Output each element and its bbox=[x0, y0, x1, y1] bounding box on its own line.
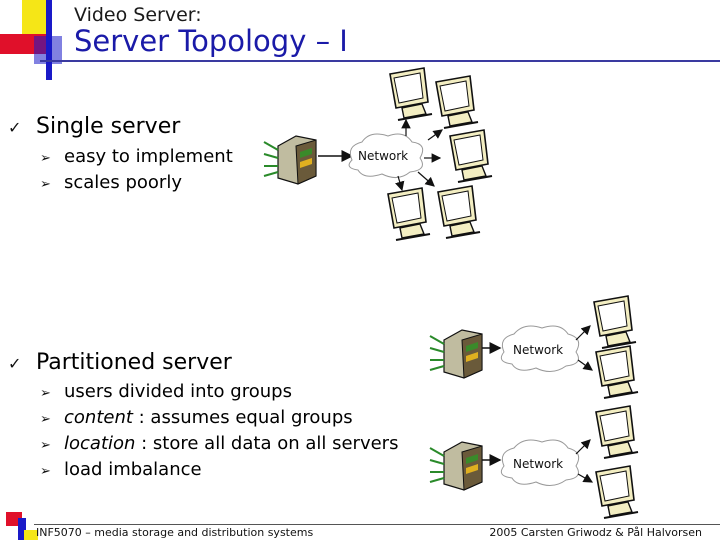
network-label: Network bbox=[513, 343, 563, 357]
bullet-item: ➢load imbalance bbox=[40, 459, 202, 480]
monitor-icon bbox=[595, 345, 639, 399]
server-icon bbox=[429, 329, 483, 379]
arrowhead-icon: ➢ bbox=[40, 386, 51, 401]
bullet-item: ➢easy to implement bbox=[40, 146, 233, 167]
partitioned-server-heading: ✓Partitioned server bbox=[8, 350, 232, 375]
check-icon: ✓ bbox=[8, 118, 22, 137]
connection-arrow bbox=[577, 473, 594, 483]
monitor-icon bbox=[595, 405, 639, 459]
server-icon bbox=[263, 135, 317, 185]
server-icon bbox=[429, 441, 483, 491]
single-server-heading: ✓Single server bbox=[8, 114, 181, 139]
network-label: Network bbox=[513, 457, 563, 471]
footer-divider bbox=[34, 524, 720, 525]
bullet-item: ➢scales poorly bbox=[40, 172, 182, 193]
connection-arrow bbox=[417, 171, 435, 187]
arrowhead-icon: ➢ bbox=[40, 438, 51, 453]
arrowhead-icon: ➢ bbox=[40, 151, 51, 166]
connection-arrow bbox=[575, 325, 591, 341]
monitor-icon bbox=[389, 67, 433, 121]
check-icon: ✓ bbox=[8, 354, 22, 373]
connection-arrow bbox=[575, 439, 591, 455]
cloud-icon bbox=[500, 325, 580, 372]
monitor-icon bbox=[387, 187, 431, 241]
bullet-item: ➢content : assumes equal groups bbox=[40, 407, 353, 428]
title-divider bbox=[40, 60, 720, 62]
connection-arrow bbox=[395, 175, 405, 192]
slide-title: Server Topology – I bbox=[74, 24, 348, 58]
arrowhead-icon: ➢ bbox=[40, 412, 51, 427]
footer-authors: 2005 Carsten Griwodz & Pål Halvorsen bbox=[489, 526, 702, 539]
bullet-item: ➢location : store all data on all server… bbox=[40, 433, 399, 454]
monitor-icon bbox=[435, 75, 479, 129]
connection-arrow bbox=[577, 359, 593, 371]
network-label: Network bbox=[358, 149, 408, 163]
connection-arrow bbox=[427, 129, 443, 141]
monitor-icon bbox=[449, 129, 493, 183]
bullet-item: ➢users divided into groups bbox=[40, 381, 292, 402]
cloud-icon bbox=[348, 133, 424, 178]
cloud-icon bbox=[500, 439, 580, 486]
slide-subtitle: Video Server: bbox=[74, 4, 202, 26]
arrowhead-icon: ➢ bbox=[40, 177, 51, 192]
monitor-icon bbox=[437, 185, 481, 239]
footer-course: INF5070 – media storage and distribution… bbox=[36, 526, 314, 539]
arrowhead-icon: ➢ bbox=[40, 464, 51, 479]
monitor-icon bbox=[595, 465, 639, 519]
monitor-icon bbox=[593, 295, 637, 349]
